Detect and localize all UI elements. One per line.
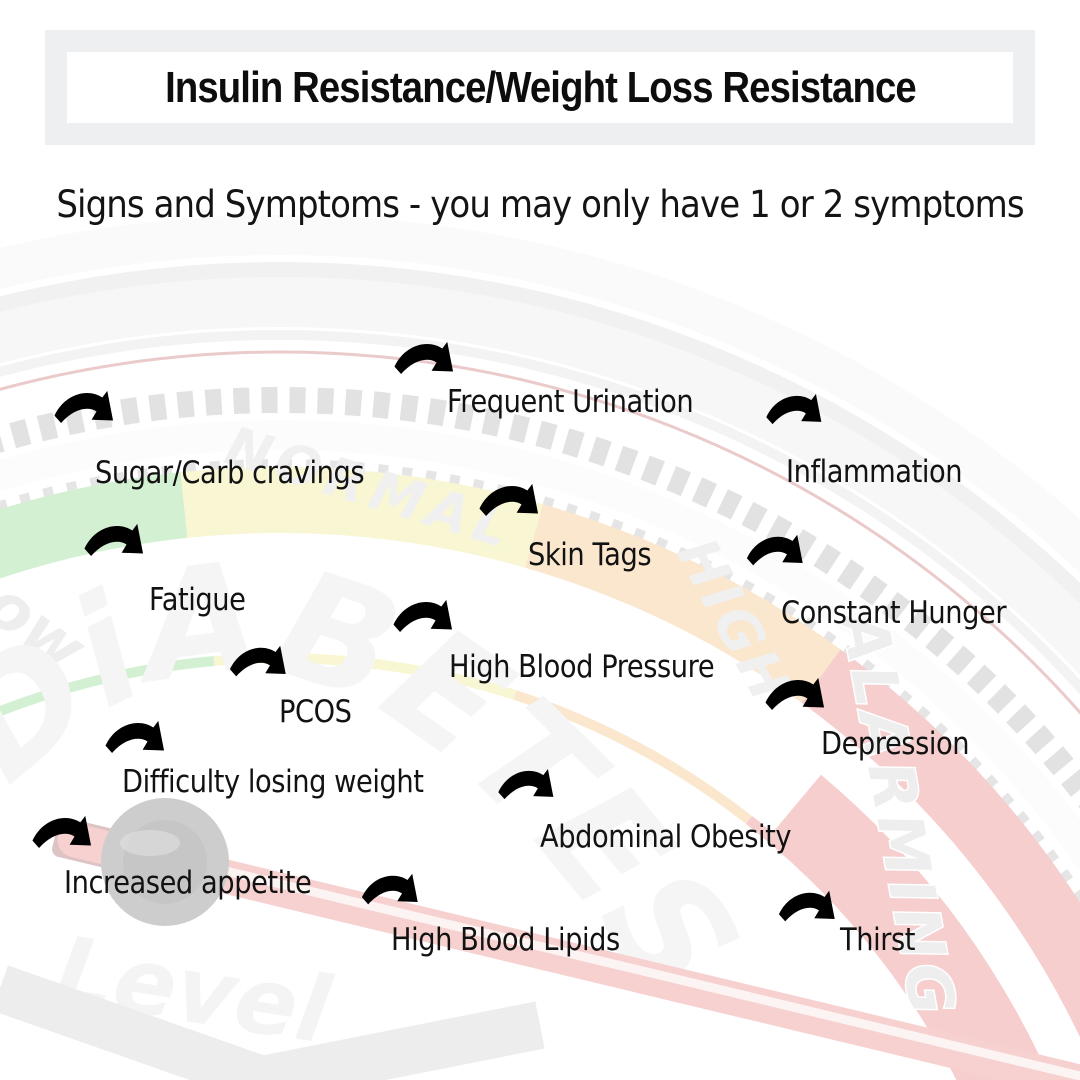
page-title: Insulin Resistance/Weight Loss Resistanc… [164, 62, 917, 112]
curved-arrow-icon [763, 672, 829, 720]
symptom-label-abdominal-obesity: Abdominal Obesity [540, 819, 792, 855]
symptom-label-pcos: PCOS [279, 694, 352, 730]
curved-arrow-icon [744, 530, 808, 574]
gauge-word-level: Level [49, 916, 339, 1065]
title-frame: Insulin Resistance/Weight Loss Resistanc… [45, 30, 1035, 145]
curved-arrow-icon [392, 336, 458, 384]
symptom-label-thirst: Thirst [840, 922, 916, 958]
curved-arrow-icon [82, 518, 148, 566]
curved-arrow-icon [776, 886, 840, 930]
curved-arrow-icon [30, 810, 96, 858]
curved-arrow-icon [477, 478, 543, 526]
symptom-label-fatigue: Fatigue [149, 582, 246, 618]
curved-arrow-icon [52, 385, 118, 433]
curved-arrow-icon [764, 389, 826, 433]
symptom-label-constant-hunger: Constant Hunger [781, 595, 1007, 631]
title-box: Insulin Resistance/Weight Loss Resistanc… [67, 52, 1013, 123]
curved-arrow-icon [359, 869, 423, 913]
subtitle: Signs and Symptoms - you may only have 1… [56, 183, 1024, 226]
gauge-word-alarming: ALARMING [826, 603, 970, 1025]
curved-arrow-icon [103, 715, 169, 763]
curved-arrow-icon [227, 641, 291, 685]
symptom-label-high-blood-lipids: High Blood Lipids [391, 922, 620, 958]
gauge-chevron [0, 965, 545, 1080]
gauge-hub [101, 798, 229, 926]
symptom-label-difficulty-losing-weight: Difficulty losing weight [122, 764, 424, 800]
curved-arrow-icon [391, 594, 457, 642]
symptom-label-depression: Depression [821, 726, 970, 762]
symptom-label-frequent-urination: Frequent Urination [447, 384, 694, 420]
symptom-label-sugar-carb-cravings: Sugar/Carb cravings [95, 455, 365, 491]
curved-arrow-icon [496, 764, 558, 808]
symptom-label-inflammation: Inflammation [786, 454, 963, 490]
symptom-label-skin-tags: Skin Tags [528, 537, 652, 573]
symptom-label-high-blood-pressure: High Blood Pressure [449, 649, 715, 685]
symptom-label-increased-appetite: Increased appetite [64, 865, 312, 901]
